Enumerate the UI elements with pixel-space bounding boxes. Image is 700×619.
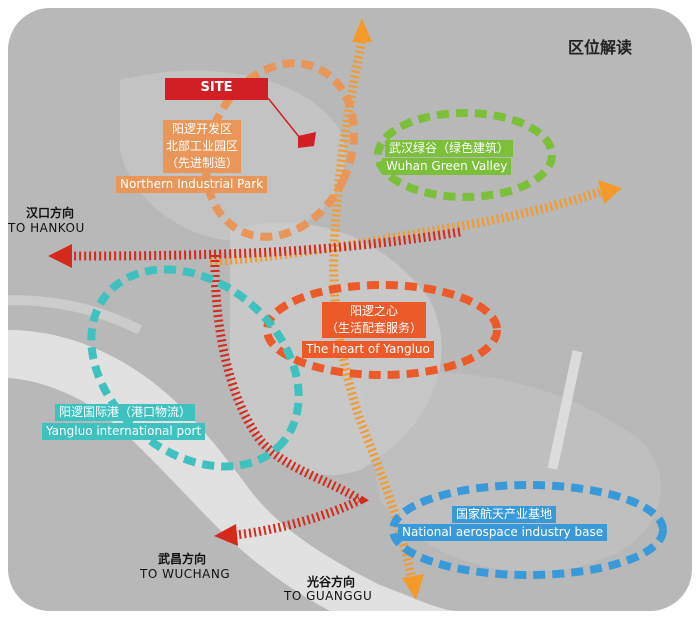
north-industrial-label-en: Northern Industrial Park — [116, 176, 268, 193]
arrow-guanggu-head — [402, 574, 424, 600]
axis-to-hankou — [69, 227, 461, 261]
river — [8, 330, 460, 611]
north-industrial-line-3: （先进制造） — [166, 156, 239, 170]
direction-guanggu-cn: 光谷方向 — [307, 575, 356, 589]
zone-green-valley-outline — [374, 109, 556, 201]
direction-wuchang-cn: 武昌方向 — [158, 552, 207, 566]
arrow-hankou-head — [48, 244, 72, 268]
port-label-cn: 阳逻国际港（港口物流） — [55, 404, 196, 421]
zone-aerospace-outline — [389, 481, 667, 579]
arrow-east-head — [598, 180, 622, 204]
direction-hankou-en: TO HANKOU — [8, 221, 85, 235]
direction-hankou-cn: 汉口方向 — [26, 206, 75, 220]
page-title: 区位解读 — [568, 38, 633, 57]
arrow-north-head — [352, 18, 372, 42]
zone-heart-outline — [263, 281, 501, 379]
site-tag — [165, 78, 268, 100]
north-industrial-label-cn: 阳逻开发区 北部工业园区 （先进制造） — [163, 120, 242, 173]
axis-west-east — [209, 187, 602, 267]
green-valley-label-en: Wuhan Green Valley — [382, 158, 512, 175]
heart-line-1: 阳逻之心 — [350, 304, 399, 318]
heart-line-2: （生活配套服务） — [326, 321, 423, 335]
direction-wuchang-en: TO WUCHANG — [140, 567, 231, 581]
direction-guanggu-en: TO GUANGGU — [284, 589, 373, 603]
aerospace-label-cn: 国家航天产业基地 — [452, 506, 557, 523]
site-label: SITE — [200, 80, 233, 95]
north-industrial-line-2: 北部工业园区 — [166, 139, 239, 153]
heart-label-cn: 阳逻之心 （生活配套服务） — [322, 302, 427, 338]
site-parcel — [298, 132, 316, 148]
axis-to-wuchang — [210, 254, 369, 540]
heart-label-en: The heart of Yangluo — [302, 341, 434, 358]
site-pointer-line — [267, 97, 301, 139]
aerospace-label-en: National aerospace industry base — [398, 524, 608, 541]
arrow-wuchang-head — [214, 524, 238, 546]
north-industrial-line-1: 阳逻开发区 — [172, 122, 233, 136]
port-label-en: Yangluo international port — [42, 423, 206, 440]
green-valley-label-cn: 武汉绿谷（绿色建筑） — [385, 140, 514, 157]
axis-north-south — [329, 39, 417, 581]
